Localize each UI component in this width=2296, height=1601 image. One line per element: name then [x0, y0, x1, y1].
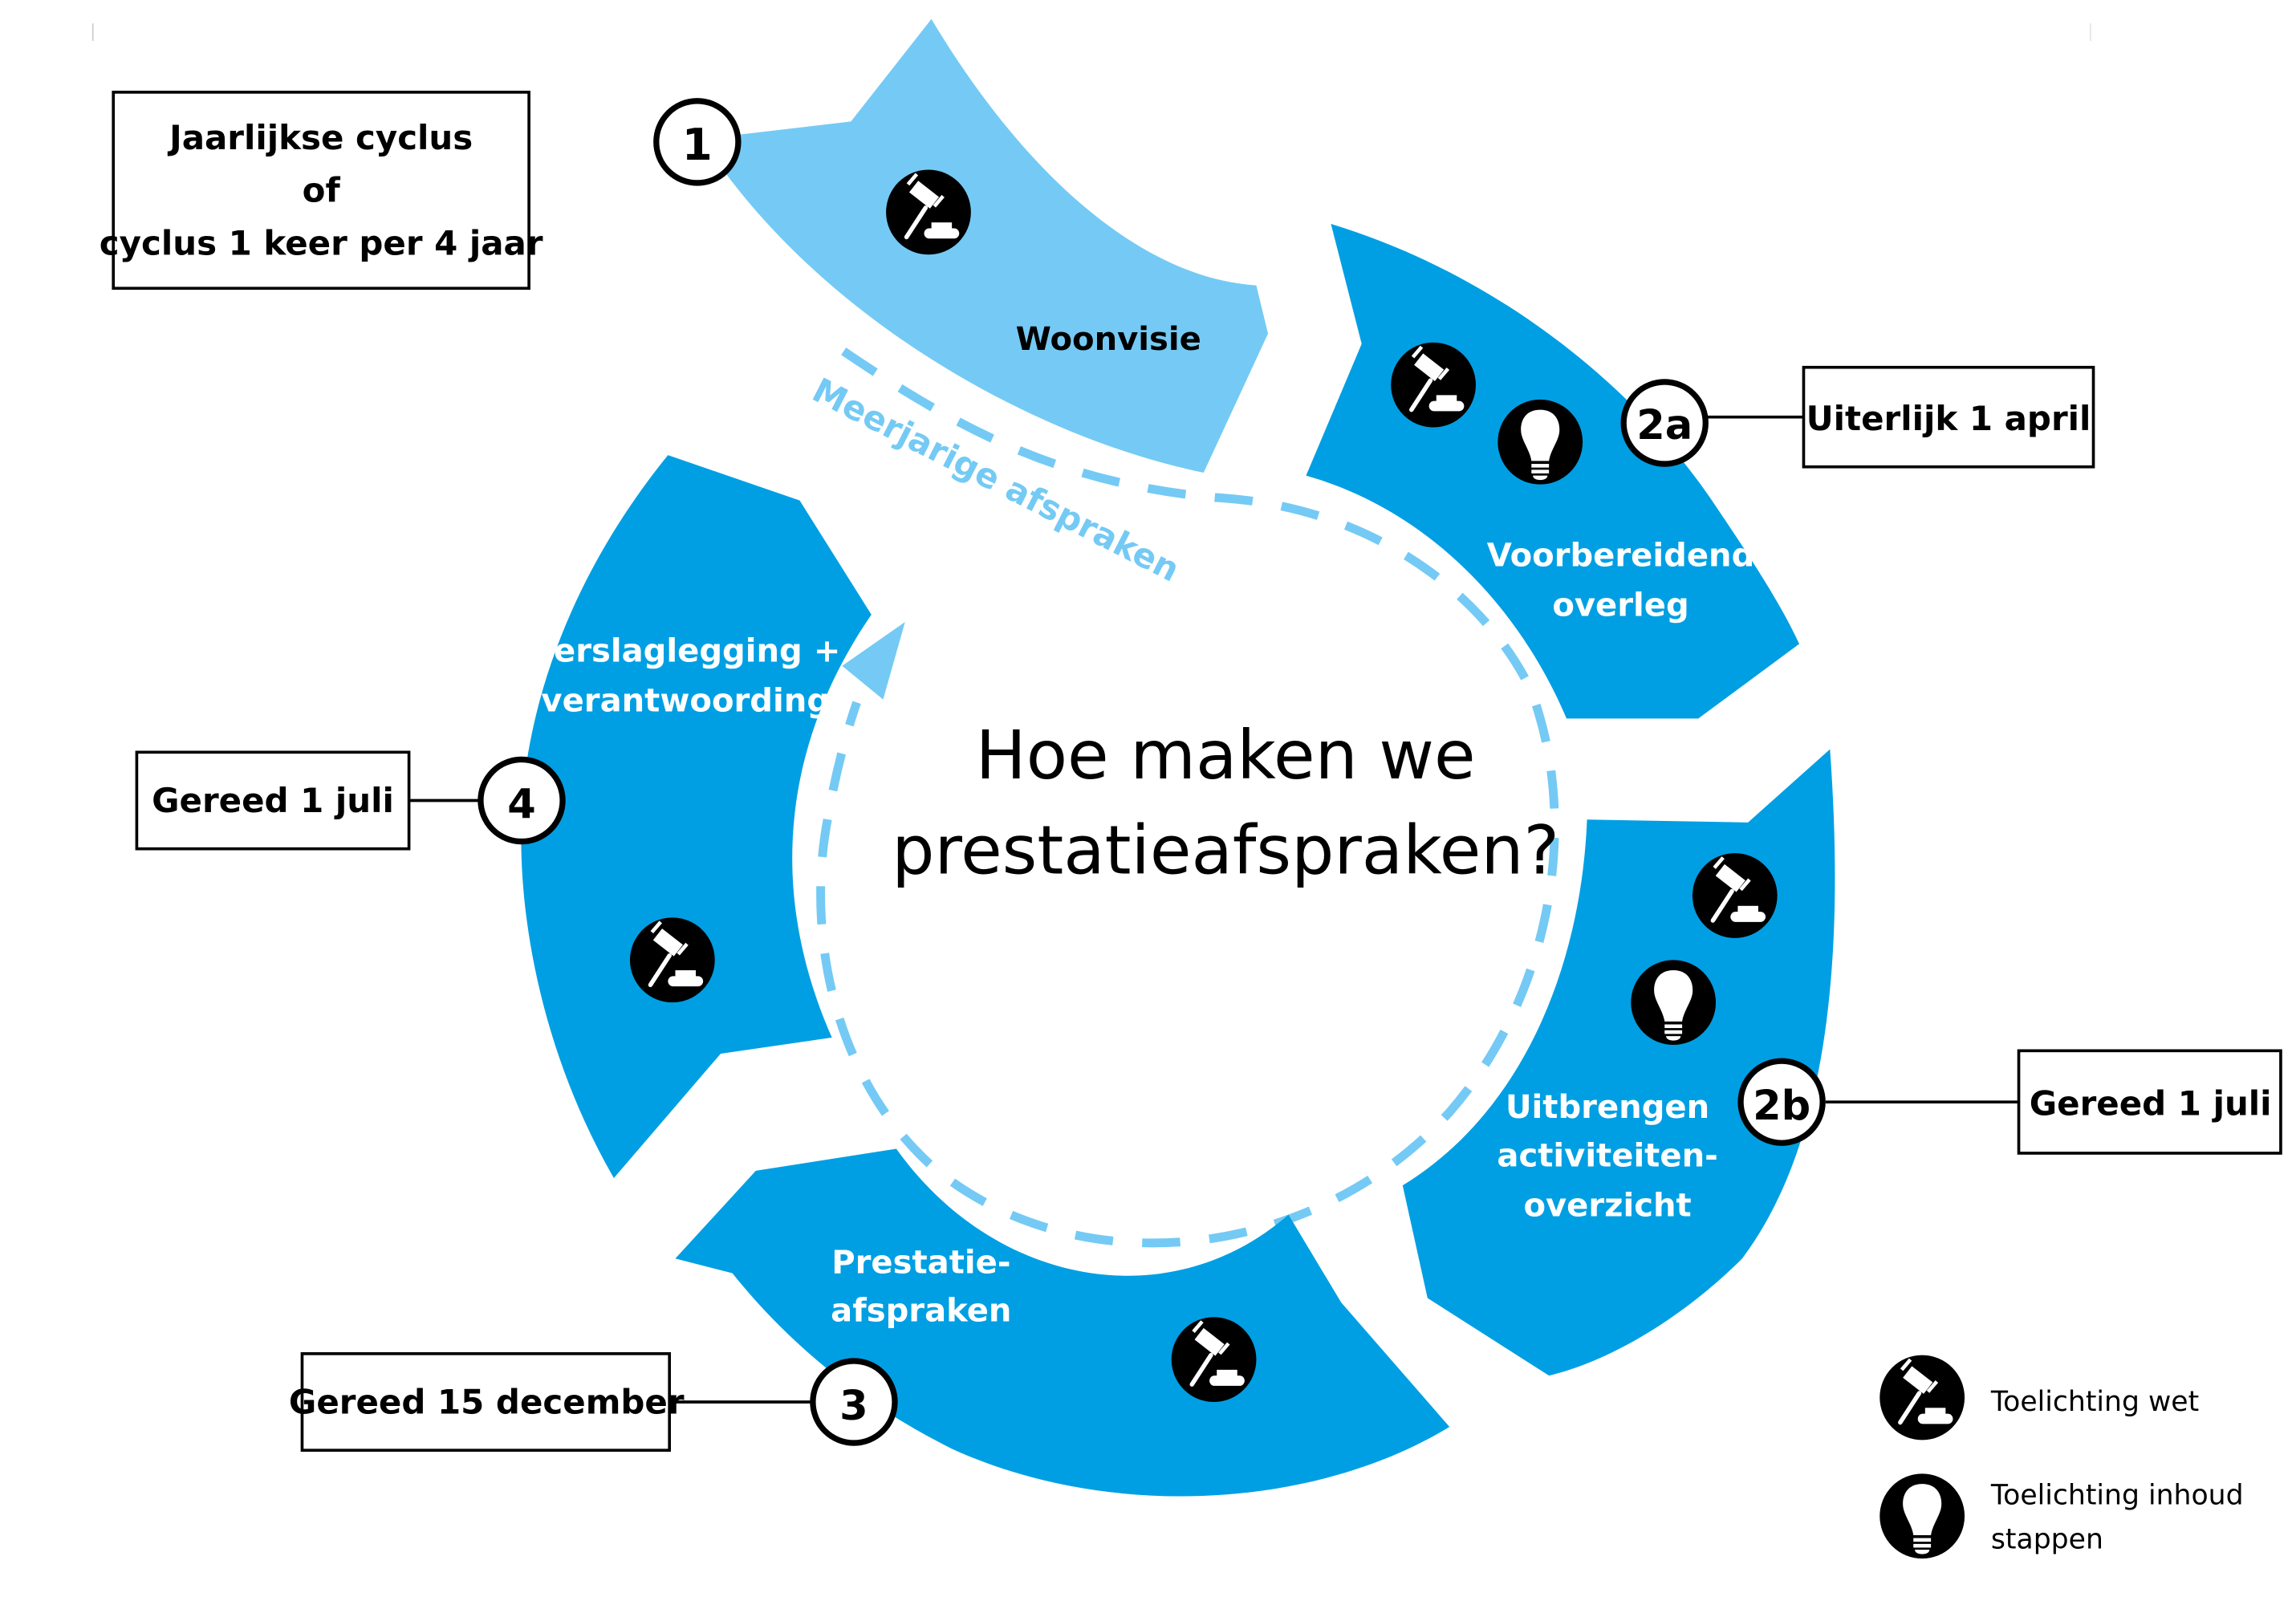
deadline-box-4: Gereed 1 juli	[135, 750, 411, 851]
deadline-label: Gereed 1 juli	[2030, 1084, 2272, 1124]
step-3-title: afspraken	[831, 1293, 1011, 1330]
step-2a-title: Voorbereidend	[1487, 538, 1755, 575]
step-4-title: verantwoording	[541, 682, 830, 719]
arrowhead-icon	[842, 622, 905, 700]
legend-item-inhoud: Toelichting inhoud stappen	[1879, 1473, 2244, 1559]
lightbulb-icon	[1631, 960, 1717, 1046]
cycle-info-box: Jaarlijkse cyclus of cyclus 1 keer per 4…	[100, 91, 543, 291]
info-line: of	[303, 171, 341, 210]
step-4-title: Verslaglegging +	[530, 632, 840, 669]
step-2b-activiteitenoverzicht[interactable]: Uitbrengen activiteiten- overzicht	[1402, 749, 1835, 1376]
gavel-icon	[1879, 1355, 1965, 1440]
center-title: Hoe maken we prestatieafspraken?	[892, 716, 1559, 890]
center-title-line: prestatieafspraken?	[892, 811, 1559, 890]
deadline-label: Gereed 1 juli	[152, 781, 394, 820]
badge-label: 2b	[1753, 1083, 1810, 1130]
lightbulb-icon	[1497, 399, 1583, 485]
legend-label: Toelichting wet	[1990, 1386, 2199, 1418]
info-line: Jaarlijkse cyclus	[167, 118, 473, 157]
gavel-icon	[1391, 343, 1476, 428]
step-2b-badge[interactable]: 2b	[1737, 1058, 2019, 1146]
gavel-icon	[1693, 853, 1778, 938]
info-line: cyclus 1 keer per 4 jaar	[100, 223, 543, 262]
step-4-segment[interactable]	[521, 455, 872, 1178]
step-2b-title: activiteiten-	[1497, 1137, 1717, 1174]
deadline-box-2b: Gereed 1 juli	[2017, 1049, 2282, 1155]
step-1-woonvisie[interactable]: Woonvisie	[701, 18, 1269, 473]
dashed-cycle-line	[816, 347, 1559, 1248]
deadline-box-2a: Uiterlijk 1 april	[1802, 365, 2095, 469]
deadline-label: Uiterlijk 1 april	[1806, 399, 2091, 438]
step-3-prestatieafspraken[interactable]: Prestatie- afspraken	[675, 1148, 1450, 1497]
center-title-line: Hoe maken we	[976, 716, 1476, 794]
step-2a-voorbereidend-overleg[interactable]: Voorbereidend overleg	[1306, 224, 1799, 719]
legend-item-wet: Toelichting wet	[1879, 1355, 2199, 1440]
step-3-badge[interactable]: 3	[669, 1358, 898, 1446]
deadline-box-3: Gereed 15 december	[289, 1351, 685, 1452]
legend: Toelichting wet Toelichting inhoud stapp…	[1879, 1355, 2244, 1559]
gavel-icon	[1172, 1317, 1257, 1402]
step-4-badge[interactable]: 4	[408, 756, 566, 845]
lightbulb-icon	[1879, 1473, 1965, 1559]
step-3-title: Prestatie-	[831, 1245, 1010, 1282]
gavel-icon	[630, 917, 715, 1002]
legend-label: Toelichting inhoud	[1990, 1480, 2244, 1512]
step-3-segment[interactable]	[675, 1148, 1450, 1497]
badge-label: 4	[507, 781, 536, 828]
step-2b-title: Uitbrengen	[1506, 1089, 1709, 1126]
step-1-title: Woonvisie	[1016, 321, 1201, 358]
deadline-label: Gereed 15 december	[289, 1383, 685, 1422]
legend-label: stappen	[1991, 1523, 2103, 1555]
step-4-verslaglegging[interactable]: Verslaglegging + verantwoording	[521, 455, 872, 1178]
badge-label: 1	[682, 119, 713, 170]
step-1-segment[interactable]	[701, 18, 1269, 473]
step-2b-title: overzicht	[1523, 1187, 1691, 1224]
step-2a-title: overleg	[1552, 587, 1688, 624]
badge-label: 3	[839, 1383, 868, 1430]
step-1-badge[interactable]: 1	[653, 98, 742, 186]
badge-label: 2a	[1636, 402, 1693, 449]
step-2a-badge[interactable]: 2a	[1620, 379, 1804, 467]
gavel-icon	[886, 170, 971, 255]
